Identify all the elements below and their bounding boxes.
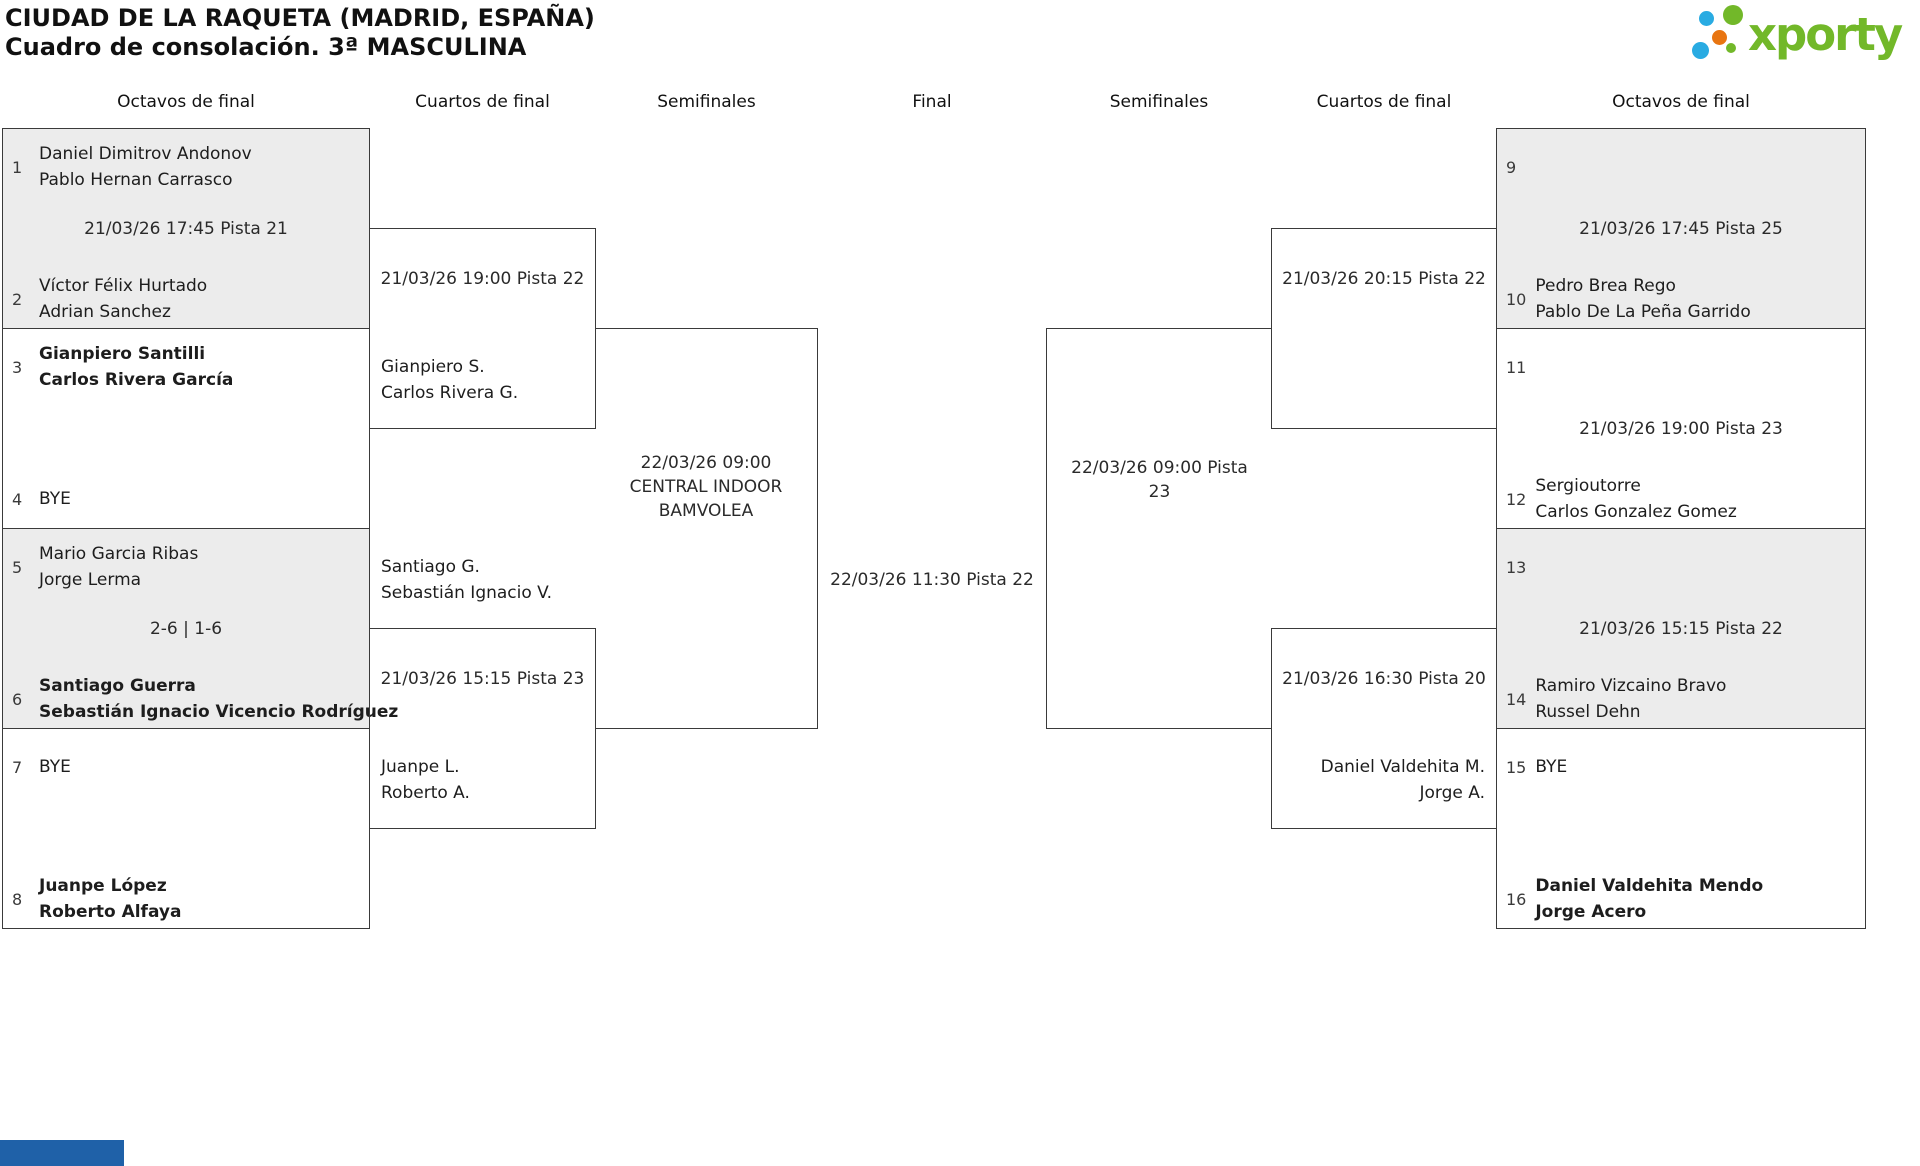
logo-dot-orange [1712,30,1727,45]
seed-number: 12 [1506,489,1527,509]
seed-number: 1 [12,157,23,177]
quarterfinal-box-right-bottom: 21/03/26 16:30 Pista 20 Daniel Valdehita… [1271,628,1497,829]
round-header-semis-left: Semifinales [657,92,756,112]
team-slot: 15 BYE [1497,740,1865,794]
seed-number: 14 [1506,689,1527,709]
team-names: Daniel Valdehita M.Jorge A. [1320,757,1485,803]
logo-dot-green-small [1726,43,1736,53]
match-schedule: 21/03/26 17:45 Pista 21 [84,219,288,239]
seed-number: 16 [1506,889,1527,909]
team-slot: 4 BYE [3,472,369,526]
round-header-octavos-right: Octavos de final [1612,92,1750,112]
match-schedule: 21/03/26 15:15 Pista 22 [1579,619,1783,639]
team-slot: 9 [1497,140,1865,194]
team-names: BYE [39,757,71,777]
bottom-bar [0,1140,124,1166]
tournament-name: CIUDAD DE LA RAQUETA (MADRID, ESPAÑA) [5,4,595,32]
match-schedule: 21/03/26 17:45 Pista 25 [1579,219,1783,239]
seed-number: 3 [12,357,23,377]
xporty-logo[interactable]: xporty [1686,2,1916,68]
bracket-name: Cuadro de consolación. 3ª MASCULINA [5,33,527,61]
match-schedule: 21/03/26 19:00 Pista 22 [380,269,585,289]
seed-number: 11 [1506,357,1527,377]
quarterfinal-box-right-top: 21/03/26 20:15 Pista 22 [1271,228,1497,429]
logo-dot-blue-small [1699,11,1714,26]
round-header-cuartos-right: Cuartos de final [1316,92,1452,112]
quarterfinal-box-left-bottom: Santiago G.Sebastián Ignacio V. 21/03/26… [369,557,596,829]
seed-number: 10 [1506,289,1527,309]
match-schedule: 21/03/26 20:15 Pista 22 [1282,269,1486,289]
round-header-octavos-left: Octavos de final [117,92,255,112]
logo-dot-blue-large [1692,42,1709,59]
team-names: BYE [1535,757,1568,777]
seed-number: 15 [1506,757,1527,777]
round-header-cuartos-left: Cuartos de final [415,92,550,112]
team-slot: 13 [1497,540,1865,594]
team-slot: 7 BYE [3,740,369,794]
round-header-semis-right: Semifinales [1109,92,1209,112]
quarterfinal-box-left-top: 21/03/26 19:00 Pista 22 Gianpiero S.Carl… [369,228,596,429]
seed-number: 4 [12,489,23,509]
seed-number: 5 [12,557,23,577]
match-schedule: 21/03/26 15:15 Pista 23 [380,669,585,689]
final-match-schedule: 22/03/26 11:30 Pista 22 [830,570,1034,590]
team-names: Gianpiero S.Carlos Rivera G. [381,357,519,403]
team-names: BYE [39,489,71,509]
match-box-seeds-13-14: 13 21/03/26 15:15 Pista 22 14 Ramiro Viz… [1496,528,1866,729]
team-names: Juanpe L.Roberto A. [381,757,470,803]
seed-number: 6 [12,689,23,709]
seed-number: 8 [12,889,23,909]
logo-dot-green-large [1723,5,1743,25]
team-slot: 11 [1497,340,1865,394]
seed-number: 7 [12,757,23,777]
logo-wordmark: xporty [1748,8,1903,61]
semifinal-box-left: 22/03/26 09:00 CENTRAL INDOOR BAMVOLEA [595,328,818,729]
semifinal-box-right: 22/03/26 09:00 Pista 23 [1046,328,1272,729]
match-schedule: 22/03/26 09:00 CENTRAL INDOOR BAMVOLEA [629,453,783,521]
match-schedule: 21/03/26 16:30 Pista 20 [1282,669,1486,689]
round-header-final: Final [912,92,952,112]
match-schedule: 22/03/26 09:00 Pista 23 [1071,458,1248,502]
match-box-seeds-9-10: 9 21/03/26 17:45 Pista 25 10 Pedro Brea … [1496,128,1866,329]
team-names: Santiago G.Sebastián Ignacio V. [381,557,553,603]
match-schedule: 21/03/26 19:00 Pista 23 [1579,419,1783,439]
match-score: 2-6 | 1-6 [149,619,223,639]
page-title: CIUDAD DE LA RAQUETA (MADRID, ESPAÑA) Cu… [5,4,595,62]
match-box-seeds-11-12: 11 21/03/26 19:00 Pista 23 12 Sergioutor… [1496,328,1866,529]
seed-number: 13 [1506,557,1527,577]
seed-number: 2 [12,289,23,309]
seed-number: 9 [1506,157,1517,177]
